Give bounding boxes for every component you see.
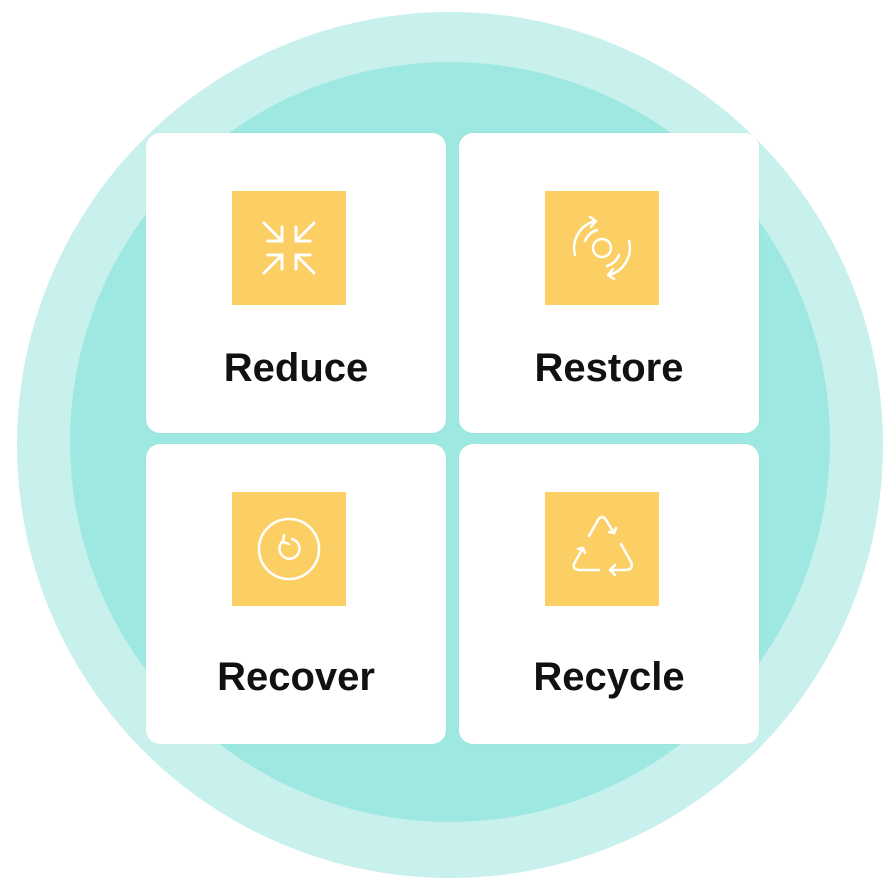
recycle-triangle-icon	[545, 492, 659, 606]
compress-arrows-icon	[232, 191, 346, 305]
card-label-reduce: Reduce	[223, 346, 369, 390]
card-restore: Restore	[459, 133, 759, 433]
card-reduce: Reduce	[146, 133, 446, 433]
card-label-recover: Recover	[217, 655, 375, 699]
card-recover: Recover	[146, 444, 446, 744]
card-label-restore: Restore	[534, 346, 684, 390]
card-label-recycle: Recycle	[533, 655, 685, 699]
circular-refresh-icon	[232, 492, 346, 606]
rotate-target-icon	[545, 191, 659, 305]
card-recycle: Recycle	[459, 444, 759, 744]
